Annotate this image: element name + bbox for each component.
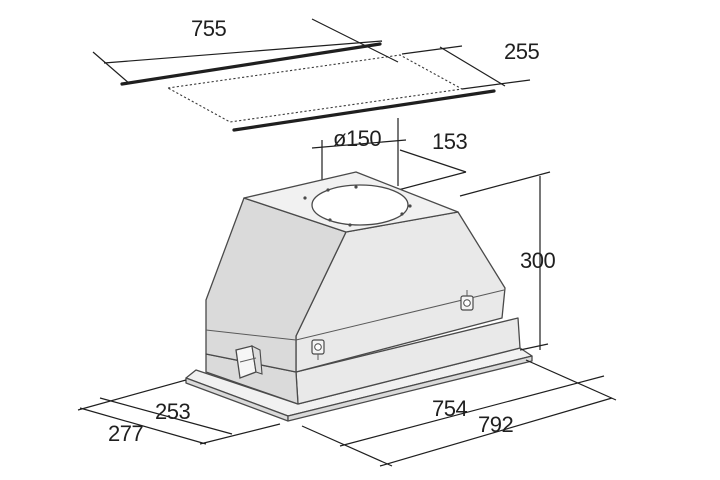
dim-150-line xyxy=(311,139,407,149)
dim-253-label: 253 xyxy=(155,399,190,424)
top-screw xyxy=(328,218,332,222)
depth-dimensions: 253 277 xyxy=(77,379,281,446)
top-screw xyxy=(303,196,307,200)
top-screw xyxy=(400,212,404,216)
width-dimensions: 754 792 xyxy=(301,359,617,467)
dim-255-line xyxy=(439,46,506,87)
top-screw xyxy=(354,185,358,189)
skirt-rim-left xyxy=(205,329,297,341)
dim-755-ext-left xyxy=(92,51,131,85)
mounting-bracket xyxy=(235,345,263,379)
top-screw xyxy=(348,223,352,227)
dim-255-ext-bottom xyxy=(461,79,531,90)
dim-792-line xyxy=(379,397,613,467)
dim-300-ext-top xyxy=(459,171,551,197)
ceiling-cutout-view: 755 255 xyxy=(92,16,540,132)
dim-255-ext-top xyxy=(401,45,463,55)
dim-width-ext-right xyxy=(525,359,617,401)
dim-300-ext-bottom xyxy=(519,343,549,351)
cutout-bottom-edge xyxy=(232,89,496,132)
height-dimension: 300 xyxy=(459,171,556,351)
top-screw xyxy=(408,204,412,208)
duct-outlet xyxy=(311,184,409,226)
dim-depth-ext-back xyxy=(77,379,187,411)
bottom-flange-lip-right xyxy=(287,355,533,422)
dim-755-line xyxy=(103,40,383,64)
cutout-top-edge xyxy=(120,42,382,86)
dim-150-label: ø150 xyxy=(333,126,381,151)
dim-755-ext-right xyxy=(311,18,399,63)
dim-255-label: 255 xyxy=(504,39,539,64)
dim-755-label: 755 xyxy=(191,16,226,41)
dim-300-label: 300 xyxy=(520,248,555,273)
dim-754-label: 754 xyxy=(432,396,467,421)
dim-277-line xyxy=(79,407,207,445)
dim-width-ext-left xyxy=(301,425,393,467)
top-screw xyxy=(326,188,330,192)
clamp-right xyxy=(460,290,474,311)
dim-792-label: 792 xyxy=(478,412,513,437)
clamp-left xyxy=(311,339,325,360)
hood-unit xyxy=(185,171,533,422)
dim-754-line xyxy=(339,375,605,447)
dim-153-label: 153 xyxy=(432,129,467,154)
dim-depth-ext-front xyxy=(199,423,281,445)
duct-dimensions: ø150 153 xyxy=(311,118,468,201)
cutout-dashed-outline xyxy=(166,54,464,123)
dim-277-label: 277 xyxy=(108,421,143,446)
dim-253-line xyxy=(99,397,233,435)
dim-153-line xyxy=(399,149,467,173)
